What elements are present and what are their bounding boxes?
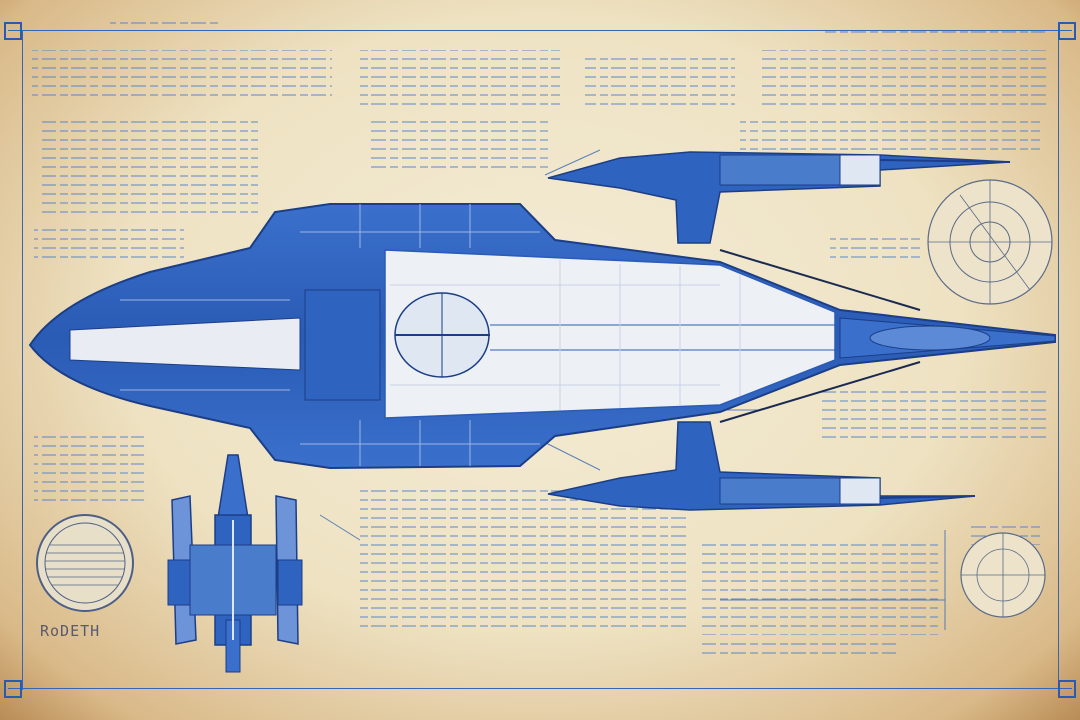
- radial-seal-left: [36, 514, 134, 612]
- corner-mark-bl: [4, 680, 22, 698]
- nacelle-lower: [547, 421, 976, 511]
- signature: RoDETH: [40, 622, 101, 640]
- notes-top-mid: [585, 55, 735, 105]
- starship-front-view: [167, 454, 303, 673]
- corner-mark-tr: [1058, 22, 1076, 40]
- nacelle-upper: [547, 151, 1011, 244]
- notes-top-right: [760, 50, 1050, 105]
- notes-right-lower: [820, 390, 1050, 440]
- frame-top-line: [8, 30, 1072, 31]
- notes-top-strip-right: [825, 28, 1045, 38]
- notes-top-center: [360, 50, 560, 105]
- frame-bottom-line: [8, 688, 1072, 689]
- radial-gauge-right-top: [927, 179, 1053, 305]
- notes-top-strip: [110, 18, 220, 30]
- notes-right-upper: [740, 120, 1040, 155]
- notes-center-small: [370, 115, 550, 170]
- radial-gauge-right-bottom: [960, 532, 1046, 618]
- notes-bottom-small: [700, 642, 900, 660]
- notes-top-left: [32, 50, 332, 100]
- frame-right-line: [1058, 30, 1059, 690]
- starship-top-view: [28, 203, 1056, 470]
- notes-right-mid: [830, 235, 920, 265]
- notes-right-bottom: [700, 540, 940, 635]
- corner-mark-tl: [4, 22, 22, 40]
- annotation-blocks: [32, 18, 1050, 660]
- notes-left-column: [38, 118, 258, 213]
- corner-mark-br: [1058, 680, 1076, 698]
- frame-left-line: [22, 30, 23, 690]
- notes-center-bottom: [360, 488, 690, 628]
- notes-left-mid: [34, 225, 184, 265]
- notes-left-lower: [34, 432, 144, 504]
